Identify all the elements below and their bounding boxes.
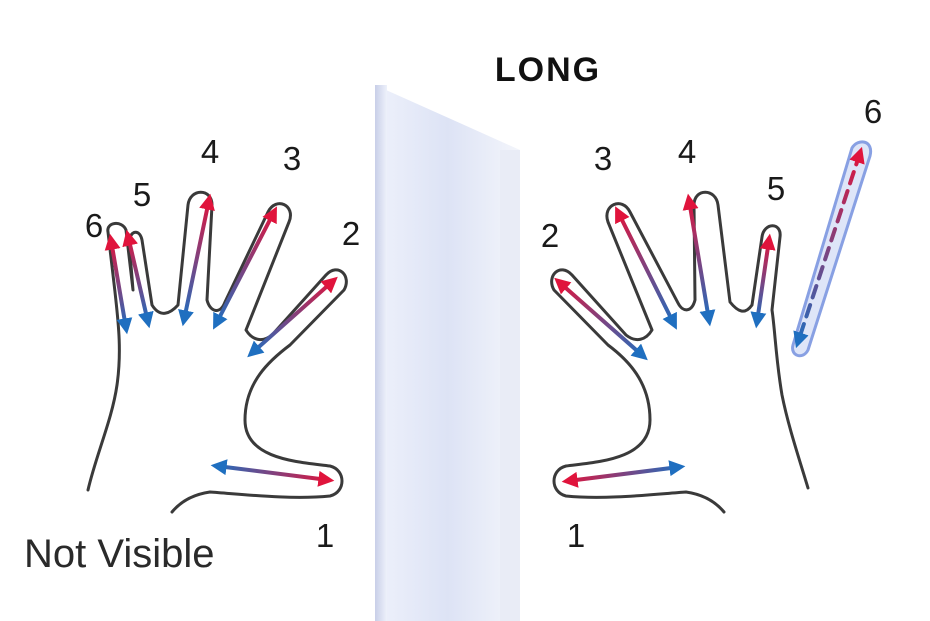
left-finger-2-arrow xyxy=(247,276,338,358)
left-label-2: 2 xyxy=(342,215,360,252)
right-label-2: 2 xyxy=(541,217,559,254)
right-finger-6-arrow xyxy=(793,146,865,349)
mirror-divider xyxy=(375,85,520,621)
left-hand: 1 2 3 4 5 6 xyxy=(85,133,360,554)
diagram-title: LONG xyxy=(495,51,601,89)
left-finger-5-arrow xyxy=(122,229,154,329)
right-label-1: 1 xyxy=(567,517,585,554)
right-label-6: 6 xyxy=(864,93,882,130)
left-finger-1-arrow xyxy=(210,459,335,487)
left-label-4: 4 xyxy=(201,133,219,170)
not-visible-caption: Not Visible xyxy=(24,532,214,576)
left-finger-3-arrow xyxy=(213,206,277,330)
right-hand: 1 2 3 4 5 6 xyxy=(541,93,882,554)
right-finger-6-detached xyxy=(791,140,873,358)
left-label-3: 3 xyxy=(283,140,301,177)
left-label-5: 5 xyxy=(133,176,151,213)
right-hand-outline xyxy=(550,190,810,514)
right-label-3: 3 xyxy=(594,140,612,177)
right-finger-5-arrow xyxy=(750,233,776,329)
left-label-6: 6 xyxy=(85,207,103,244)
right-finger-2-arrow xyxy=(554,277,648,361)
right-finger-3-arrow xyxy=(615,206,677,330)
right-label-4: 4 xyxy=(678,133,696,170)
right-label-5: 5 xyxy=(767,170,785,207)
left-finger-4-arrow xyxy=(178,193,215,327)
left-label-1: 1 xyxy=(316,517,334,554)
right-finger-4-arrow xyxy=(682,193,716,327)
right-finger-1-arrow xyxy=(561,460,686,488)
